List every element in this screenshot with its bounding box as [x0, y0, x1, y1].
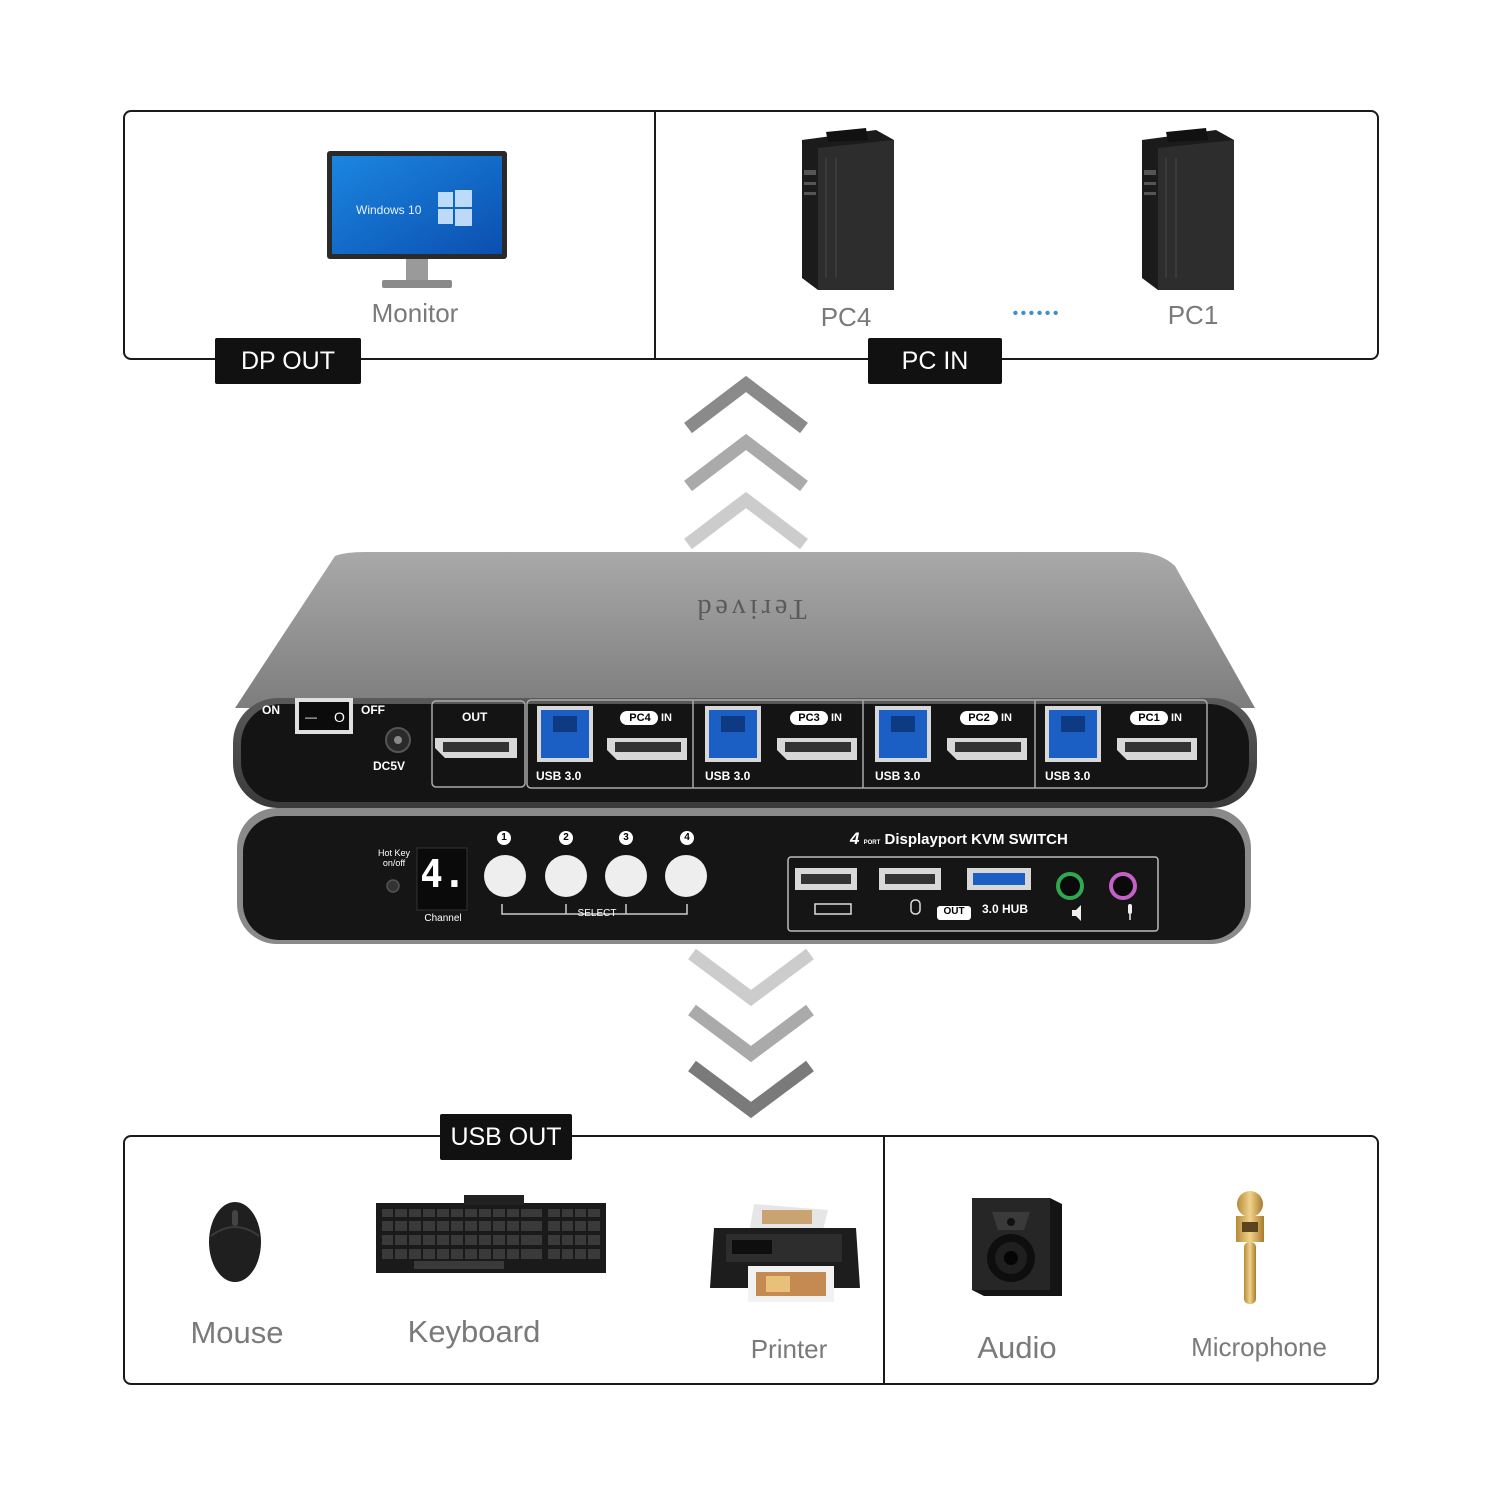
- power-switch-circle[interactable]: O: [334, 709, 345, 725]
- usb-out-tag: USB OUT: [440, 1114, 572, 1160]
- dc-input-label: DC5V: [373, 759, 406, 773]
- pc1-label: PC1: [1167, 300, 1219, 330]
- port-pc4-usb: USB 3.0: [536, 769, 582, 783]
- pc4-label: PC4: [820, 302, 872, 332]
- pc-in-tag: PC IN: [868, 338, 1002, 384]
- kvm-switch-device: [233, 552, 1257, 944]
- channel-label: Channel: [424, 913, 462, 924]
- dp-out-port-label: OUT: [462, 710, 488, 724]
- audio-label: Audio: [977, 1330, 1057, 1365]
- bottom-panel: [123, 1135, 1379, 1385]
- keyboard-label: Keyboard: [407, 1314, 541, 1349]
- brand-logo: Terived: [693, 593, 807, 624]
- kvm-title-text: Displayport KVM SWITCH: [884, 831, 1068, 848]
- port-pc4-in: IN: [661, 712, 672, 724]
- select-button-2-number: 2: [559, 831, 573, 845]
- printer-icon: [710, 1204, 860, 1302]
- microphone-label: Microphone: [1191, 1332, 1327, 1362]
- select-label: SELECT: [577, 908, 617, 919]
- speaker-icon: [972, 1198, 1062, 1296]
- kvm-title: 4 PORT Displayport KVM SWITCH: [850, 829, 1100, 849]
- ellipsis-dots: • • • • • •: [1012, 305, 1059, 322]
- port-pc2-label: PC2: [968, 712, 990, 724]
- monitor-label: Monitor: [371, 298, 459, 328]
- bottom-panel-divider: [883, 1137, 885, 1383]
- select-button-4-number: 4: [680, 831, 694, 845]
- up-arrows-icon: [684, 375, 808, 550]
- port-pc1-label: PC1: [1138, 712, 1160, 724]
- front-out-badge: OUT: [943, 906, 965, 917]
- port-pc1-in: IN: [1171, 712, 1182, 724]
- hotkey-line2: on/off: [382, 858, 406, 868]
- monitor-screen-text: Windows 10: [356, 203, 422, 217]
- mouse-icon: [209, 1202, 261, 1282]
- port-pc4-label: PC4: [629, 712, 651, 724]
- keyboard-icon: [376, 1195, 606, 1273]
- pc-tower-icon-pc1: [1142, 128, 1234, 290]
- power-switch-dash[interactable]: —: [305, 710, 317, 724]
- channel-display-digit: 4.: [420, 852, 466, 896]
- port-pc1-usb: USB 3.0: [1045, 769, 1091, 783]
- microphone-icon: [1236, 1191, 1264, 1304]
- port-pc3-usb: USB 3.0: [705, 769, 751, 783]
- power-on-label: ON: [262, 703, 280, 717]
- down-arrows-icon: [688, 948, 814, 1119]
- pc-tower-icon-pc4: [802, 128, 894, 290]
- port-pc2-in: IN: [1001, 712, 1012, 724]
- top-panel-divider: [654, 112, 656, 358]
- port-pc3-in: IN: [831, 712, 842, 724]
- port-pc2-usb: USB 3.0: [875, 769, 921, 783]
- mouse-label: Mouse: [190, 1315, 284, 1350]
- front-hub-label: 3.0 HUB: [982, 902, 1029, 916]
- port-pc3-label: PC3: [798, 712, 820, 724]
- select-button-1-number: 1: [497, 831, 511, 845]
- hotkey-line1: Hot Key: [377, 848, 410, 858]
- kvm-title-num: 4: [850, 829, 860, 848]
- dp-out-tag: DP OUT: [215, 338, 361, 384]
- hotkey-label: Hot Key on/off: [370, 848, 418, 868]
- select-button-3-number: 3: [619, 831, 633, 845]
- kvm-title-port: PORT: [863, 840, 881, 846]
- monitor-icon: [327, 151, 507, 288]
- power-off-label: OFF: [361, 703, 385, 717]
- printer-label: Printer: [750, 1334, 828, 1364]
- top-panel: [123, 110, 1379, 360]
